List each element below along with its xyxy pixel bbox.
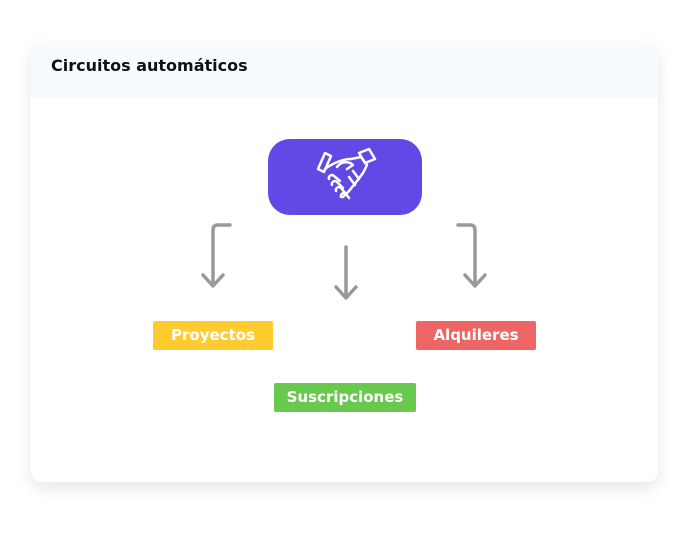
tag-suscripciones: Suscripciones: [274, 383, 416, 412]
arrow-center: [334, 245, 358, 300]
handshake-icon: [316, 147, 377, 200]
tag-proyectos: Proyectos: [153, 321, 273, 350]
arrow-left: [201, 223, 232, 288]
arrow-right: [456, 223, 487, 288]
automatic-circuits-card: Circuitos automáticos Proyectos Alquiler…: [31, 44, 658, 482]
hub-box: [268, 139, 422, 215]
card-title: Circuitos automáticos: [51, 56, 248, 75]
card-header: Circuitos automáticos: [31, 44, 658, 98]
connector-arrows: [201, 223, 487, 300]
tag-alquileres: Alquileres: [416, 321, 536, 350]
